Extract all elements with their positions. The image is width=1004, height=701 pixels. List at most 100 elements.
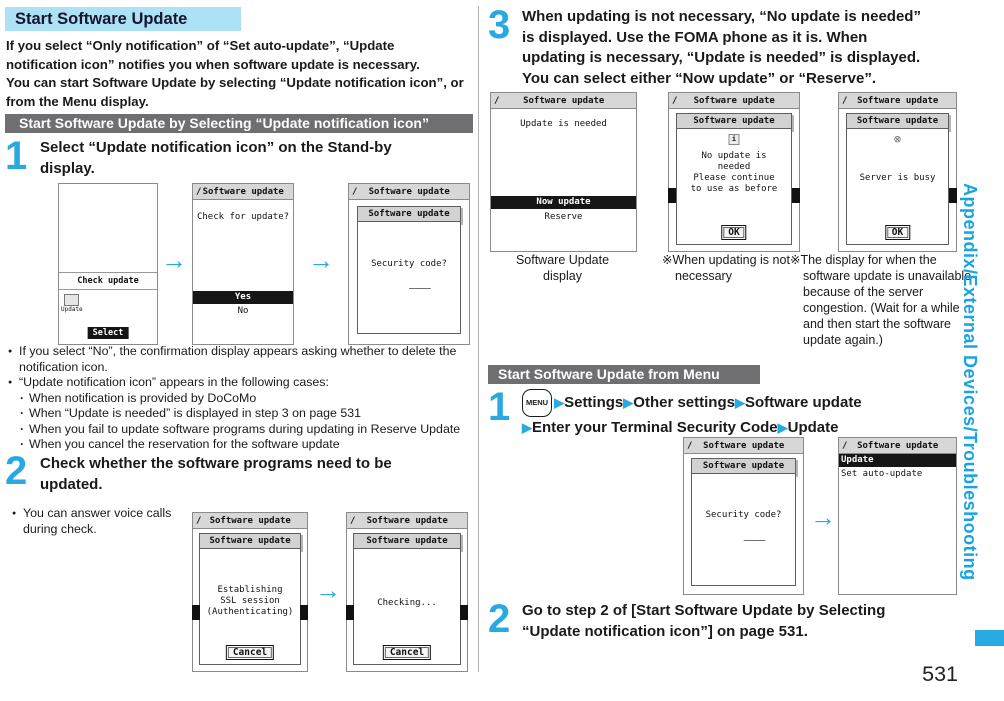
- update-icon-label: Update: [61, 306, 83, 313]
- screen-title-bar: / Software update: [193, 184, 293, 200]
- right-arrow-icon: →: [810, 502, 836, 532]
- bullet-icon: ●: [12, 510, 17, 517]
- security-code-prompt: Security code?: [371, 259, 447, 269]
- caption-server-congestion: ※The display for when the software updat…: [790, 253, 972, 347]
- screen-body-text: Checking...: [377, 598, 437, 608]
- chapter-sidebar-label: Appendix/External Devices/Troubleshootin…: [960, 183, 980, 581]
- menu-path-item: Enter your Terminal Security Code: [532, 418, 778, 436]
- play-arrow-icon: ▶: [734, 395, 745, 410]
- step1-notes: ● If you select “No”, the confirmation d…: [8, 344, 472, 453]
- menu-path-item: Settings: [564, 394, 624, 411]
- dot-icon: ·: [20, 421, 25, 436]
- page-number: 531: [922, 662, 958, 686]
- left-edge-marker: [346, 605, 354, 620]
- screen-title-bar: / Software update: [349, 184, 469, 200]
- phone-screen-ssl-session: / Software update Software update Establ…: [192, 512, 308, 672]
- note-text: When notification is provided by DoCoMo: [29, 390, 257, 405]
- pencil-icon: /: [196, 186, 202, 197]
- screen-title: Software update: [857, 95, 939, 106]
- phone-screen-update-needed: / Software update Update is needed Now u…: [490, 92, 637, 252]
- screen-title-bar: / Software update: [347, 513, 467, 529]
- note-item: ● “Update notification icon” appears in …: [8, 375, 472, 391]
- play-arrow-icon: ▶: [623, 395, 634, 410]
- step-number: 2: [488, 597, 511, 641]
- bullet-icon: ●: [8, 348, 13, 355]
- play-arrow-icon: ▶: [777, 419, 788, 435]
- select-softkey: Select: [87, 327, 129, 339]
- note-text: When you cancel the reservation for the …: [29, 437, 340, 451]
- check-update-bar: Check update: [59, 272, 157, 290]
- play-arrow-icon: ▶: [554, 395, 565, 410]
- note-text: You can answer voice calls during check.: [23, 506, 172, 536]
- dot-icon: ·: [20, 406, 25, 420]
- dialog-box: [846, 128, 949, 245]
- step-number: 2: [5, 449, 28, 493]
- screen-body-text: Check for update?: [196, 212, 290, 222]
- security-code-blank: ————: [743, 536, 766, 546]
- pencil-icon: /: [842, 95, 848, 106]
- phone-screen-security-code-menu: / Software update Software update Securi…: [683, 437, 804, 595]
- screen-title: Software update: [693, 95, 775, 106]
- screen-title-bar: / Software update: [491, 93, 636, 109]
- step-title: Select “Update notification icon” on the…: [40, 139, 392, 177]
- chapter-tab-marker: [975, 630, 1004, 646]
- bullet-icon: ●: [8, 379, 13, 386]
- note-subitem: · When you fail to update software progr…: [8, 422, 472, 438]
- ok-button: OK: [721, 225, 747, 240]
- screen-title: Software update: [368, 186, 450, 197]
- pencil-icon: /: [350, 515, 356, 526]
- right-edge-marker: [460, 605, 468, 620]
- screen-title: Software update: [523, 95, 605, 106]
- step-number: 3: [488, 3, 511, 47]
- note-subitem: · When “Update is needed” is displayed i…: [8, 406, 472, 422]
- pencil-icon: /: [352, 186, 358, 197]
- screen-body-text: Update is needed: [520, 119, 607, 129]
- screen-title: Software update: [703, 440, 785, 451]
- menu-path: MENU▶Settings▶Other settings▶Software up…: [522, 389, 958, 438]
- phone-screen-server-busy: / Software update Software update ⊗ Serv…: [838, 92, 957, 252]
- right-arrow-icon: →: [161, 245, 187, 275]
- play-arrow-icon: ▶: [522, 419, 532, 435]
- note-item: ● You can answer voice calls during chec…: [12, 506, 187, 537]
- screen-title-bar: / Software update: [684, 438, 803, 454]
- step-number: 1: [488, 385, 511, 429]
- phone-screen-security-code: / Software update Software update Securi…: [348, 183, 470, 345]
- pencil-icon: /: [672, 95, 678, 106]
- phone-screen-standby: Check update Update Select: [58, 183, 158, 345]
- screen-title: Software update: [366, 515, 448, 526]
- intro-paragraph: If you select “Only notification” of “Se…: [6, 38, 464, 109]
- menu-path-item: Software update: [744, 394, 862, 411]
- pencil-icon: /: [494, 95, 500, 106]
- cancel-button: Cancel: [382, 645, 432, 660]
- security-code-prompt: Security code?: [705, 510, 782, 520]
- column-divider: [478, 6, 479, 672]
- update-menu-item-selected: Update: [839, 454, 956, 467]
- screen-title-bar: / Software update: [669, 93, 799, 109]
- note-text: When you fail to update software program…: [29, 421, 461, 436]
- screen-body-text: Server is busy: [859, 173, 936, 183]
- note-item: ● If you select “No”, the confirmation d…: [8, 344, 472, 375]
- note-subitem: · When you cancel the reservation for th…: [8, 437, 472, 453]
- screen-body-text: Establishing SSL session (Authenticating…: [206, 585, 294, 617]
- yes-option-selected: Yes: [193, 291, 293, 304]
- pencil-icon: /: [687, 440, 693, 451]
- no-option: No: [237, 306, 249, 316]
- phone-screen-checking: / Software update Software update Checki…: [346, 512, 468, 672]
- ok-button: OK: [884, 225, 911, 240]
- screen-title-bar: / Software update: [839, 93, 956, 109]
- note-subitem: · When notification is provided by DoCoM…: [8, 391, 472, 407]
- screen-title-bar: / Software update: [193, 513, 307, 529]
- info-icon: i: [728, 134, 740, 145]
- step2-notes: ● You can answer voice calls during chec…: [12, 506, 187, 537]
- left-edge-marker: [192, 605, 200, 620]
- caption-when-not-necessary: ※When updating is not necessary: [662, 253, 790, 283]
- screen-title: Software update: [202, 186, 284, 197]
- left-edge-marker: [668, 188, 676, 203]
- step-number: 1: [5, 134, 28, 178]
- caption-software-update-display: Software Update display: [515, 253, 610, 283]
- error-icon: ⊗: [893, 132, 902, 146]
- menu-path-item: Other settings: [633, 394, 735, 411]
- section-heading-from-menu: Start Software Update from Menu: [488, 365, 760, 384]
- section-heading-by-icon: Start Software Update by Selecting “Upda…: [5, 114, 473, 133]
- menu-key-icon: MENU: [522, 389, 553, 417]
